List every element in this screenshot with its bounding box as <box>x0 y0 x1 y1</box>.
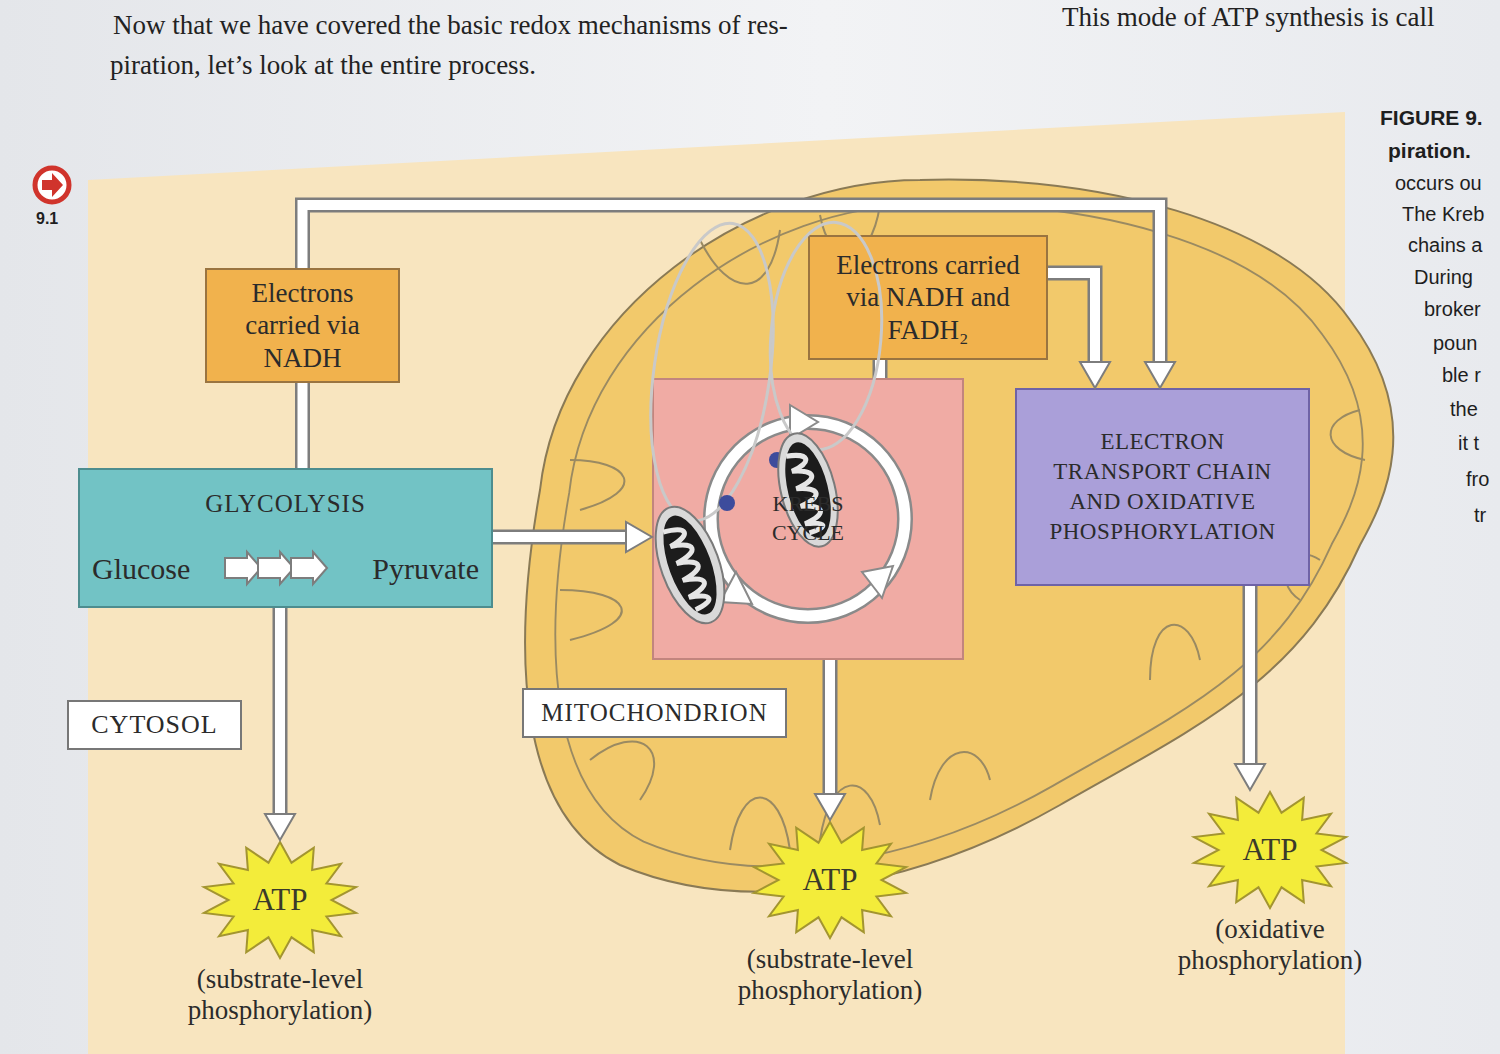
cycle-ring <box>711 405 905 616</box>
flow-arrow <box>880 360 881 378</box>
atp-burst: ATP(substrate-level phosphorylation) <box>750 820 910 940</box>
organelle-name: MITOCHONDRION <box>522 688 787 738</box>
flow-arrow <box>1235 586 1265 790</box>
caption-fragment: broker <box>1424 298 1481 321</box>
triple-arrow <box>225 552 327 584</box>
molecule-name: ATP <box>252 882 307 918</box>
atp-burst: ATP(substrate-level phosphorylation) <box>200 840 360 960</box>
carrier-box: Electrons carried via NADH <box>205 268 400 383</box>
caption-fragment: chains a <box>1408 234 1483 257</box>
callout-number: 9.1 <box>36 210 58 228</box>
organelle-shape: MITOCHONDRION KREBS CYCLE Electrons carrie… <box>500 160 1400 900</box>
flow-arrow <box>815 660 845 820</box>
process-box: ELECTRON TRANSPORT CHAIN AND OXIDATIVE P… <box>1015 388 1310 586</box>
molecule-name: ATP <box>1242 832 1297 868</box>
box-text: Electrons carried via NADH and FADH₂ <box>818 249 1038 346</box>
box-text: ELECTRON TRANSPORT CHAIN AND OXIDATIVE P… <box>1031 427 1294 547</box>
molecule-name: ATP <box>802 862 857 898</box>
box-text: Electrons carried via NADH <box>215 277 390 374</box>
region-label: CYTOSOL <box>67 700 242 750</box>
box-heading: GLYCOLYSIS <box>80 490 491 518</box>
earring-bead <box>719 452 785 511</box>
body-text: Now that we have covered the basic redox… <box>113 10 788 41</box>
cycle-name: KREBS CYCLE <box>748 490 868 547</box>
molecule-name: Pyruvate <box>372 552 479 586</box>
flow-arrow <box>493 522 652 552</box>
body-text: piration, let’s look at the entire proce… <box>110 50 536 81</box>
caption-fragment: the <box>1450 398 1478 421</box>
cycle-box: KREBS CYCLE <box>652 378 964 660</box>
process-caption: (oxidative phosphorylation) <box>1145 914 1395 976</box>
mitochondrion-charm <box>768 427 848 553</box>
flow-arrow <box>1048 273 1110 388</box>
process-caption: (substrate-level phosphorylation) <box>155 964 405 1026</box>
caption-fragment: occurs ou <box>1395 172 1482 195</box>
carrier-box: Electrons carried via NADH and FADH₂ <box>808 235 1048 360</box>
atp-burst: ATP(oxidative phosphorylation) <box>1190 790 1350 910</box>
molecule-name: Glucose <box>92 552 190 586</box>
caption-fragment: fro <box>1466 468 1489 491</box>
caption-fragment: The Kreb <box>1402 203 1484 226</box>
caption-fragment: piration. <box>1388 139 1471 163</box>
caption-fragment: ble r <box>1442 364 1481 387</box>
body-text: This mode of ATP synthesis is call <box>1062 2 1435 33</box>
caption-fragment: poun <box>1433 332 1478 355</box>
mitochondrion-charm <box>642 498 738 632</box>
flow-arrow <box>265 608 295 840</box>
caption-fragment: it t <box>1458 432 1479 455</box>
earring-hoop <box>634 215 891 528</box>
flow-arrow <box>303 205 1176 388</box>
caption-fragment: FIGURE 9. <box>1380 106 1483 130</box>
caption-fragment: tr <box>1474 504 1486 527</box>
callout-icon <box>35 168 69 202</box>
region-name: CYTOSOL <box>91 710 217 740</box>
caption-fragment: During <box>1414 266 1473 289</box>
process-caption: (substrate-level phosphorylation) <box>705 944 955 1006</box>
process-box: GLYCOLYSIS Glucose Pyruvate <box>78 468 493 608</box>
flow-arrow <box>302 383 303 468</box>
